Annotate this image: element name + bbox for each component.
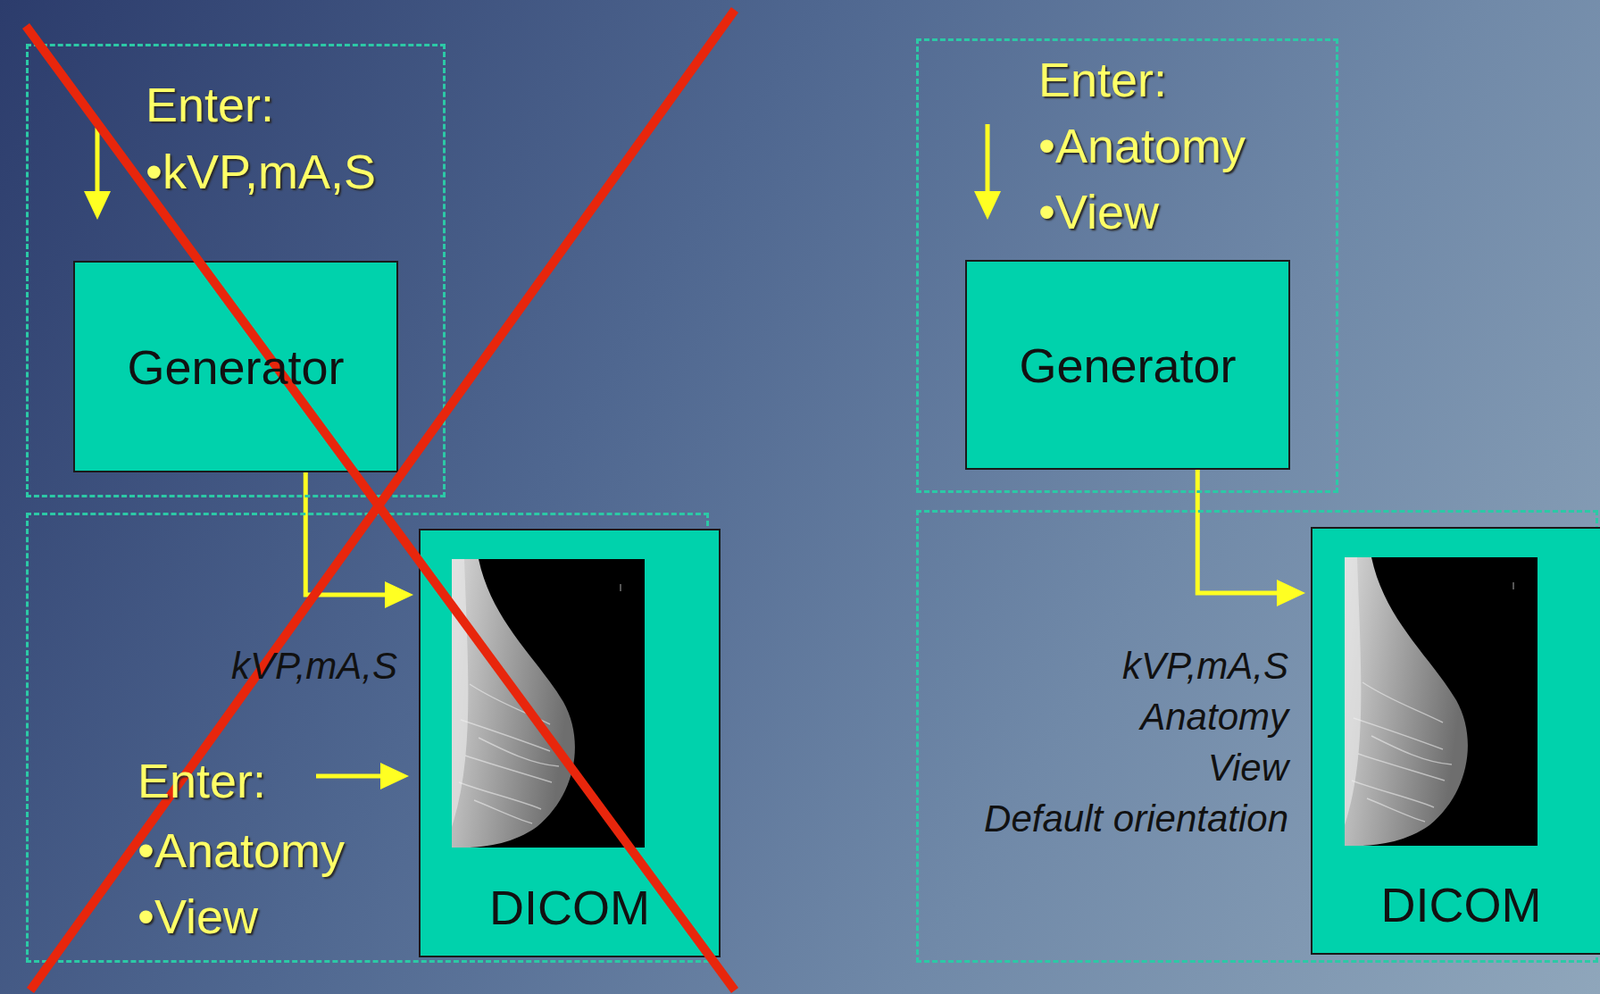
input-text: •Anatomy [1038, 118, 1246, 173]
input-arrow [974, 124, 1001, 220]
input-text: Enter: [137, 753, 267, 808]
input-arrow [316, 762, 409, 790]
input-text: •Anatomy [137, 823, 345, 877]
metadata-label: View [1208, 745, 1289, 791]
input-text: Enter: [1038, 52, 1167, 107]
mammogram-image [451, 558, 645, 848]
metadata-label: kVP,mA,S [1122, 643, 1289, 689]
input-arrow [83, 127, 111, 220]
input-text: •View [1038, 184, 1159, 239]
box-label: DICOM [420, 880, 719, 934]
input-text: •View [137, 889, 259, 943]
metadata-label: kVP,mA,S [231, 643, 398, 689]
dashed-region: Enter: •kVP,mA,S Generator [25, 43, 446, 498]
input-text: •kVP,mA,S [145, 144, 376, 199]
generator-box: Generator [965, 259, 1291, 470]
metadata-label: Default orientation [983, 796, 1289, 842]
dashed-region: Enter: •Anatomy •ViewGenerator [916, 38, 1339, 493]
metadata-label: Anatomy [1140, 694, 1289, 740]
cross-out-mark [25, 9, 735, 991]
dicom-box: DICOM [418, 528, 721, 958]
connector-arrow [1197, 469, 1306, 607]
box-label: Generator [126, 340, 344, 394]
input-text: Enter: [145, 77, 275, 132]
box-label: DICOM [1312, 877, 1600, 932]
generator-box: Generator [73, 260, 399, 473]
dashed-region: kVP,mA,SEnter:•Anatomy•ViewDICOM [25, 512, 709, 963]
mammogram-image [1344, 557, 1538, 846]
box-label: Generator [1018, 338, 1236, 392]
dashed-region: kVP,mA,S AnatomyViewDefault orientationDI… [916, 509, 1599, 963]
dicom-box: DICOM [1310, 526, 1600, 955]
connector-arrow [305, 472, 414, 609]
